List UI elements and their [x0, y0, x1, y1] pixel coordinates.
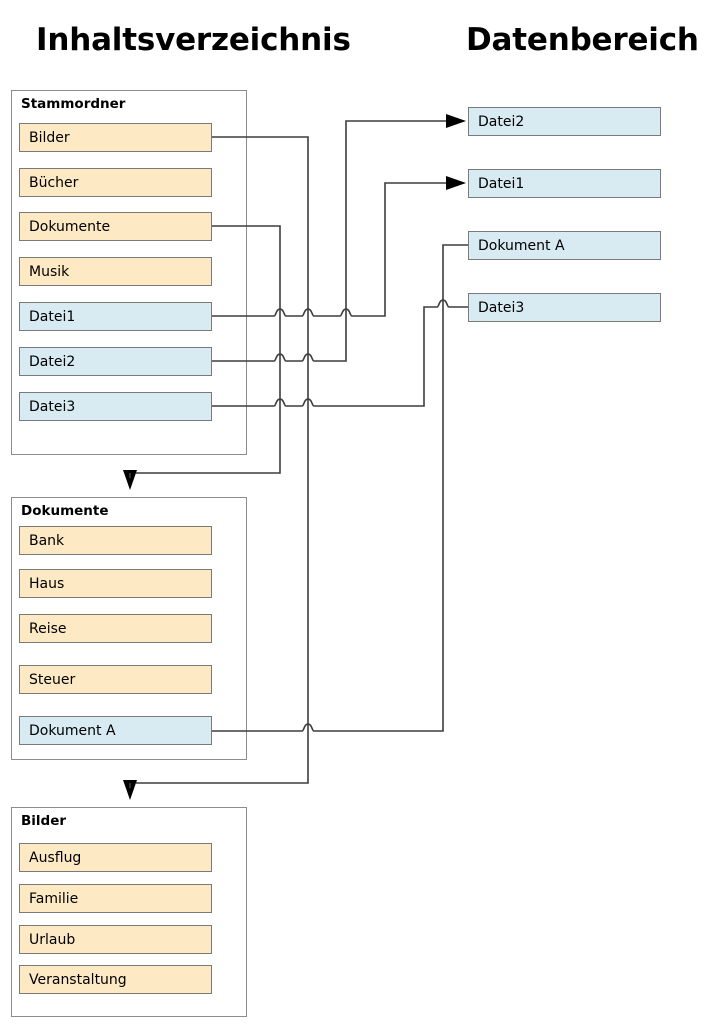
entry-label: Haus — [29, 575, 65, 592]
page-title-datenbereich: Datenbereich — [466, 22, 699, 58]
entry-label: Veranstaltung — [29, 971, 127, 988]
entry-label: Datei2 — [29, 353, 76, 370]
entry-label: Datei3 — [29, 398, 76, 415]
entry-label: Bilder — [29, 129, 70, 146]
data-block-label: Datei1 — [478, 175, 525, 192]
data-block-datei2[interactable]: Datei2 — [468, 107, 661, 136]
page-title-inhaltsverzeichnis: Inhaltsverzeichnis — [36, 22, 351, 58]
entry-label: Dokument A — [29, 722, 116, 739]
entry-bank[interactable]: Bank — [19, 526, 212, 555]
connector-datei2-to-data — [212, 120, 459, 362]
entry-steuer[interactable]: Steuer — [19, 665, 212, 694]
entry-label: Bank — [29, 532, 65, 549]
container-label-dokumente: Dokumente — [21, 503, 109, 519]
container-label-stammordner: Stammordner — [21, 96, 126, 112]
data-block-datei3[interactable]: Datei3 — [468, 293, 661, 322]
entry-dokument-a[interactable]: Dokument A — [19, 716, 212, 745]
entry-ausflug[interactable]: Ausflug — [19, 843, 212, 872]
entry-label: Reise — [29, 620, 67, 637]
entry-label: Familie — [29, 890, 79, 907]
entry-datei2[interactable]: Datei2 — [19, 347, 212, 376]
entry-label: Ausflug — [29, 849, 82, 866]
data-block-datei1[interactable]: Datei1 — [468, 169, 661, 198]
arrowhead-datei2-block — [446, 114, 466, 128]
connector-datei3-to-data — [212, 299, 468, 407]
entry-datei3[interactable]: Datei3 — [19, 392, 212, 421]
data-block-dokument-a[interactable]: Dokument A — [468, 231, 661, 260]
entry-label: Dokumente — [29, 218, 111, 235]
entry-reise[interactable]: Reise — [19, 614, 212, 643]
arrowhead-bilder-container — [123, 780, 137, 800]
entry-urlaub[interactable]: Urlaub — [19, 925, 212, 954]
connector-dokumenta-to-data — [212, 244, 468, 732]
data-block-label: Datei2 — [478, 113, 525, 130]
entry-label: Bücher — [29, 174, 79, 191]
entry-label: Urlaub — [29, 931, 76, 948]
container-label-bilder: Bilder — [21, 813, 67, 829]
entry-label: Steuer — [29, 671, 76, 688]
entry-buecher[interactable]: Bücher — [19, 168, 212, 197]
entry-familie[interactable]: Familie — [19, 884, 212, 913]
arrowhead-datei1-block — [446, 176, 466, 190]
entry-haus[interactable]: Haus — [19, 569, 212, 598]
entry-musik[interactable]: Musik — [19, 257, 212, 286]
entry-label: Musik — [29, 263, 70, 280]
entry-bilder[interactable]: Bilder — [19, 123, 212, 152]
entry-label: Datei1 — [29, 308, 76, 325]
entry-dokumente[interactable]: Dokumente — [19, 212, 212, 241]
entry-veranstaltung[interactable]: Veranstaltung — [19, 965, 212, 994]
connector-datei1-to-data — [212, 182, 459, 317]
entry-datei1[interactable]: Datei1 — [19, 302, 212, 331]
data-block-label: Dokument A — [478, 237, 565, 254]
container-bilder: Bilder — [11, 807, 247, 1017]
data-block-label: Datei3 — [478, 299, 525, 316]
arrowhead-dokumente-container — [123, 470, 137, 490]
